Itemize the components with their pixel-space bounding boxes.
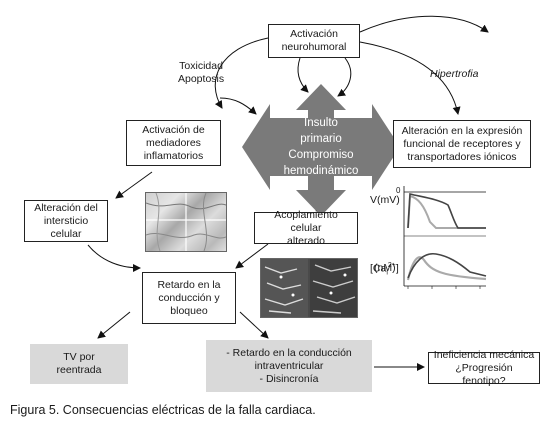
- arrow-acoplamiento-to-retardo: [235, 243, 269, 269]
- arrow-neuro-to-insulto-right: [337, 57, 352, 97]
- node-retardo-conduccion: Retardo en la conducción y bloqueo: [142, 272, 236, 324]
- node-retardo-intraventricular: - Retardo en la conducción intraventricu…: [206, 340, 372, 392]
- arrow-intersticio-to-retardo: [87, 244, 141, 272]
- node-activacion-neurohumoral: Activación neurohumoral: [268, 24, 360, 58]
- histology-image-coupling: [260, 258, 358, 318]
- ap-calcium-graph: [403, 186, 487, 289]
- node-ineficiencia-mecanica: Ineficiencia mecánica ¿Progresión fenoti…: [428, 349, 540, 387]
- arrow-retardo-to-tv: [97, 311, 131, 339]
- node-alteracion-expresion: Alteración en la expresión funcional de …: [393, 120, 531, 168]
- label-hipertrofia: Hipertrofia: [430, 68, 479, 80]
- ca-label-sup: 2+: [387, 262, 396, 269]
- central-four-way-arrow: [242, 84, 400, 216]
- node-insulto-primario: Insulto primario Compromiso hemodinámico: [283, 117, 359, 177]
- node-acoplamiento-celular: Acoplamiento celular alterado: [254, 209, 358, 247]
- graph-ca-unit: (nM): [374, 262, 396, 274]
- arrow-retardo-to-intraventricular: [239, 311, 269, 339]
- arrow-neuro-to-expresion: [359, 41, 461, 115]
- figure-caption: Figura 5. Consecuencias eléctricas de la…: [10, 403, 316, 417]
- graph-vm-zero: 0: [396, 186, 401, 195]
- node-alteracion-intersticio: Alteración del intersticio celular: [24, 200, 108, 242]
- coupling-texture: [261, 259, 357, 317]
- arrow-neuro-to-mediadores: [214, 37, 269, 109]
- ca-label-sub: i: [386, 269, 388, 277]
- ca-label-main: [Ca: [370, 262, 387, 275]
- node-mediadores-inflamatorios: Activación de mediadores inflamatorios: [126, 120, 221, 166]
- graph-ca-label: [Cai2+]: [370, 246, 399, 280]
- histology-texture: [146, 193, 226, 251]
- ca-label-end: ]: [395, 262, 399, 275]
- arrow-mediadores-to-insulto: [219, 97, 257, 115]
- arrow-neuro-to-far-right: [359, 15, 489, 33]
- histology-image-interstitium: [145, 192, 227, 252]
- arrow-mediadores-to-intersticio: [115, 171, 153, 199]
- graph-vm-label: V(mV): [370, 194, 400, 206]
- label-toxicidad-apoptosis: Toxicidad Apoptosis: [178, 60, 225, 85]
- arrow-neuro-to-insulto: [297, 57, 309, 93]
- node-tv-reentrada: TV por reentrada: [30, 344, 128, 384]
